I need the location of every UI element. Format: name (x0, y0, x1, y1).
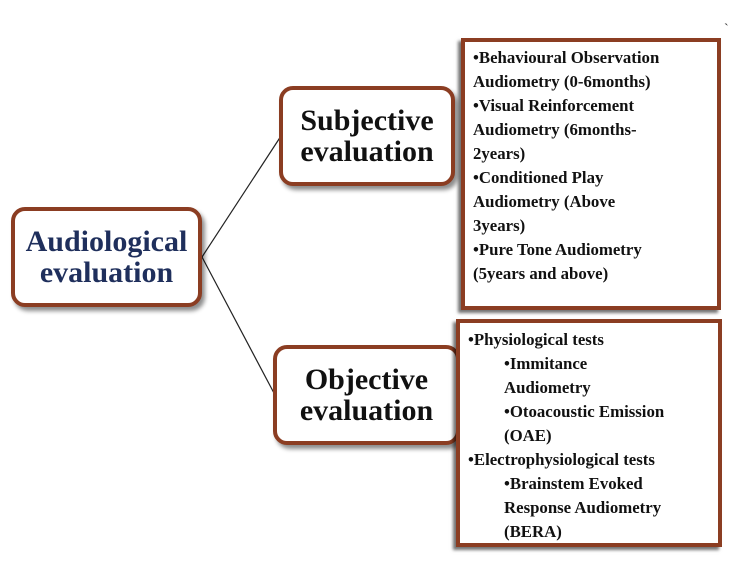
subjective-node-line-2: evaluation (300, 135, 434, 168)
connector-root-subjective (201, 135, 282, 258)
root-node-line-2: evaluation (39, 256, 174, 289)
subjective-tests-panel: •Behavioural Observation Audiometry (0-6… (461, 38, 721, 310)
item-line: •Pure Tone Audiometry (473, 240, 642, 259)
item-line: •Electrophysiological tests (468, 450, 655, 469)
item-line: 3years) (473, 216, 526, 235)
item-line: Audiometry (6months- (473, 120, 637, 139)
item-line: (5years and above) (473, 264, 609, 283)
item-line: •Brainstem Evoked (504, 474, 643, 493)
item-line: Audiometry (Above (473, 192, 616, 211)
subjective-node-line-1: Subjective (300, 103, 434, 137)
item-line: •Immitance (504, 354, 588, 373)
item-line: •Otoacoustic Emission (504, 402, 665, 421)
subjective-test-item: •Pure Tone Audiometry (5years and above) (473, 238, 711, 286)
item-line: 2years) (473, 144, 526, 163)
root-node-audiological-evaluation: Audiological evaluation (11, 207, 202, 307)
item-line: (OAE) (504, 426, 552, 445)
item-line: •Conditioned Play (473, 168, 604, 187)
objective-test-category: •Physiological tests (468, 328, 712, 352)
stray-mark: ` (724, 22, 729, 37)
objective-evaluation-node: Objective evaluation (273, 345, 460, 445)
objective-test-item: •Otoacoustic Emission (OAE) (468, 400, 712, 448)
item-line: •Physiological tests (468, 330, 604, 349)
objective-test-item: •Immitance Audiometry (468, 352, 712, 400)
objective-node-line-2: evaluation (299, 394, 434, 427)
root-node-line-1: Audiological (25, 224, 188, 258)
item-line: •Visual Reinforcement (473, 96, 635, 115)
subjective-test-item: •Conditioned Play Audiometry (Above 3yea… (473, 166, 711, 238)
item-line: Audiometry (0-6months) (473, 72, 651, 91)
item-line: •Behavioural Observation (473, 48, 660, 67)
objective-test-item: •Brainstem Evoked Response Audiometry (B… (468, 472, 712, 544)
item-line: Response Audiometry (504, 498, 662, 517)
item-line: Audiometry (504, 378, 591, 397)
item-line: (BERA) (504, 522, 562, 541)
objective-tests-panel: •Physiological tests •Immitance Audiomet… (456, 319, 722, 547)
subjective-test-item: •Visual Reinforcement Audiometry (6month… (473, 94, 711, 166)
objective-test-category: •Electrophysiological tests (468, 448, 712, 472)
connector-root-objective (201, 256, 276, 396)
objective-node-line-1: Objective (304, 362, 429, 396)
subjective-evaluation-node: Subjective evaluation (279, 86, 455, 186)
subjective-test-item: •Behavioural Observation Audiometry (0-6… (473, 46, 711, 94)
